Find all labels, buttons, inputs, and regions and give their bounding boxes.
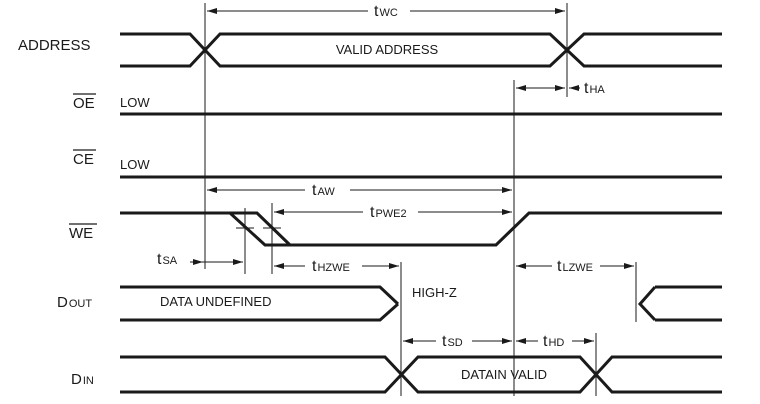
tsd-dimension (403, 338, 512, 344)
tha-label: tHA (584, 80, 605, 97)
thzwe-dimension (274, 263, 399, 269)
twc-label: tWC (374, 3, 398, 20)
twc-dimension (207, 8, 565, 14)
valid-address-label: VALID ADDRESS (336, 42, 439, 57)
signal-name-dout: DOUT (57, 294, 92, 311)
tpwe2-label: tPWE2 (370, 204, 407, 221)
thzwe-label: tHZWE (312, 258, 350, 275)
address-waveform (120, 32, 722, 68)
data-undefined-label: DATA UNDEFINED (160, 294, 271, 309)
thd-dimension (516, 338, 594, 344)
tlzwe-label: tLZWE (557, 258, 593, 275)
tha-dimension (516, 85, 580, 91)
tpwe2-dimension (274, 209, 512, 215)
signal-name-oe: OE (73, 95, 95, 112)
tsa-label: tSA (157, 251, 178, 268)
taw-dimension (207, 187, 512, 193)
signal-name-din: DIN (71, 371, 94, 388)
tlzwe-dimension (516, 263, 634, 269)
we-waveform (120, 211, 722, 247)
datain-valid-label: DATAIN VALID (461, 367, 547, 382)
tsd-label: tSD (442, 333, 463, 350)
high-z-label: HIGH-Z (412, 285, 457, 300)
signal-name-ce: CE (73, 151, 94, 168)
tsa-dimension (190, 259, 243, 265)
taw-label: tAW (312, 182, 335, 199)
din-waveform (120, 355, 722, 394)
dout-waveform (120, 285, 722, 322)
signal-name-we: WE (69, 225, 93, 242)
thd-label: tHD (543, 333, 564, 350)
ce-level-label: LOW (120, 157, 150, 172)
oe-level-label: LOW (120, 95, 150, 110)
signal-name-address: ADDRESS (18, 37, 91, 54)
